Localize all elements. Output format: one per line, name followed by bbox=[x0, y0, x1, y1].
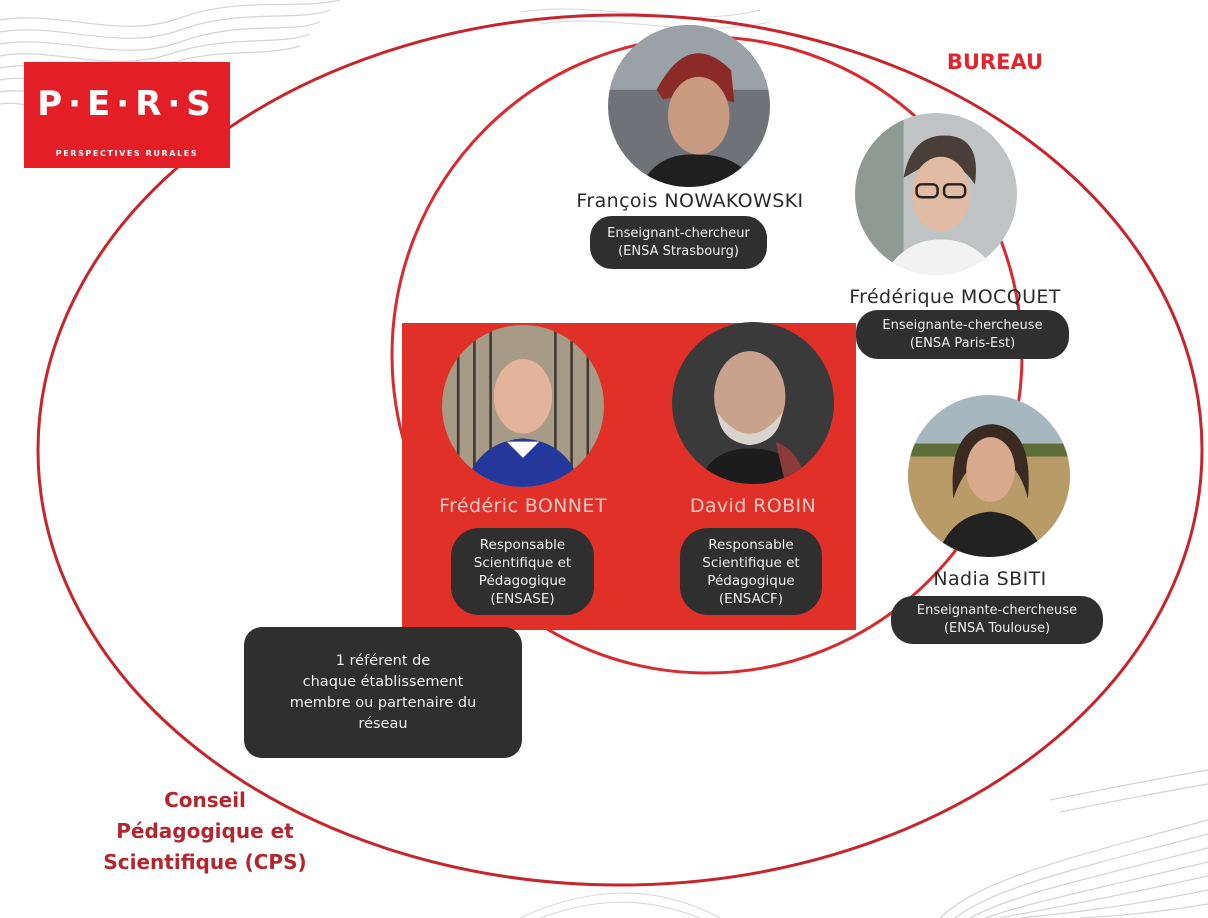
role-line: Responsable bbox=[479, 536, 566, 553]
role-line: (ENSA Strasbourg) bbox=[618, 243, 739, 259]
role-line: Enseignante-chercheuse bbox=[882, 317, 1043, 333]
referent-line: 1 référent de bbox=[335, 652, 431, 669]
avatar-frederique-mocquet bbox=[855, 113, 1017, 275]
bureau-title: BUREAU bbox=[946, 50, 1044, 74]
person-role-pill: Responsable Scientifique et Pédagogique … bbox=[451, 528, 594, 615]
avatar-francois-nowakowski bbox=[608, 25, 770, 187]
role-line: (ENSACF) bbox=[718, 590, 784, 607]
cps-title: Conseil Pédagogique et Scientifique (CPS… bbox=[80, 785, 330, 878]
person-name: Frédéric BONNET bbox=[439, 495, 607, 517]
avatar-frederic-bonnet bbox=[442, 325, 604, 487]
person-role-pill: Enseignante-chercheuse (ENSA Toulouse) bbox=[891, 596, 1103, 644]
avatar-nadia-sbiti bbox=[908, 395, 1070, 557]
cps-outer-ellipse bbox=[36, 13, 1204, 887]
person-name: Nadia SBITI bbox=[933, 568, 1047, 590]
cps-title-line: Scientifique (CPS) bbox=[103, 850, 307, 874]
role-line: Enseignante-chercheuse bbox=[916, 603, 1078, 618]
person-role-pill: Enseignante-chercheuse (ENSA Paris-Est) bbox=[856, 310, 1069, 359]
cps-title-line: Conseil bbox=[164, 788, 246, 812]
referent-note-box: 1 référent de chaque établissement membr… bbox=[244, 627, 522, 758]
cps-title-line: Pédagogique et bbox=[116, 819, 294, 843]
role-line: Scientifique et bbox=[473, 554, 572, 571]
referent-line: réseau bbox=[358, 715, 408, 732]
person-name: David ROBIN bbox=[689, 495, 817, 517]
role-line: (ENSA Toulouse) bbox=[943, 621, 1051, 636]
person-role-pill: Responsable Scientifique et Pédagogique … bbox=[680, 528, 822, 615]
swirl-lines-bottom bbox=[519, 892, 721, 918]
referent-line: chaque établissement bbox=[302, 673, 464, 690]
referent-line: membre ou partenaire du bbox=[289, 694, 477, 711]
person-role-pill: Enseignant-chercheur (ENSA Strasbourg) bbox=[590, 216, 767, 269]
role-line: Enseignant-chercheur bbox=[607, 225, 750, 241]
role-line: Scientifique et bbox=[702, 554, 800, 571]
avatar-david-robin bbox=[672, 322, 834, 484]
swirl-lines-bottom-right bbox=[939, 769, 1208, 918]
person-name: Frédérique MOCQUET bbox=[849, 286, 1061, 308]
person-name: François NOWAKOWSKI bbox=[576, 190, 804, 212]
role-line: Pédagogique bbox=[707, 572, 795, 589]
role-line: Pédagogique bbox=[478, 572, 567, 589]
role-line: (ENSA Paris-Est) bbox=[909, 335, 1016, 351]
logo-subtitle: PERSPECTIVES RURALES bbox=[55, 149, 199, 158]
pers-logo: P·E·R·S PERSPECTIVES RURALES bbox=[24, 62, 230, 168]
logo-letters: P·E·R·S bbox=[37, 84, 217, 124]
role-line: (ENSASE) bbox=[490, 590, 555, 607]
role-line: Responsable bbox=[708, 536, 794, 553]
